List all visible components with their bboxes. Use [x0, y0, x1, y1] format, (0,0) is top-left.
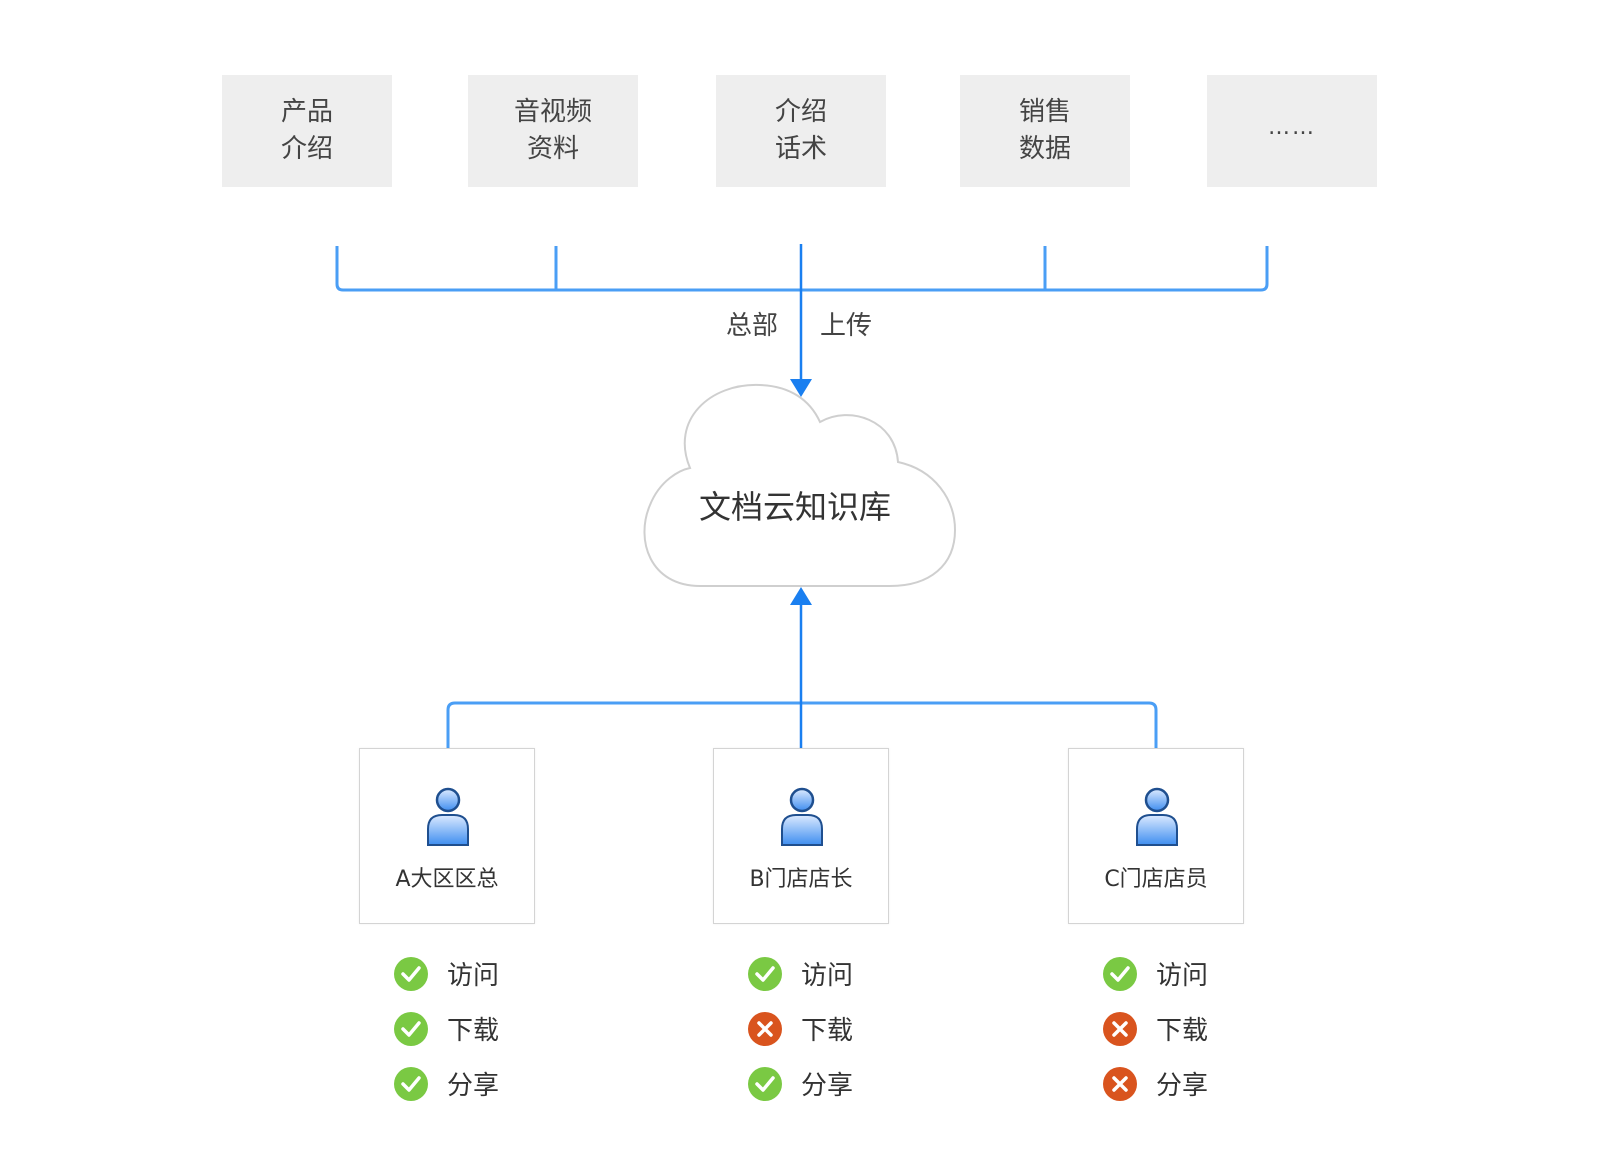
- permission-label: 访问: [447, 961, 500, 991]
- permission-label: 下载: [801, 1016, 854, 1046]
- check-icon: [1103, 956, 1137, 991]
- permission-label: 下载: [1156, 1016, 1209, 1046]
- permission-label: 访问: [801, 961, 854, 991]
- permissions-a: 访问 下载 分享: [393, 946, 593, 1111]
- category-label-line1: 产品: [280, 97, 333, 127]
- category-label-line1: 音视频: [513, 97, 592, 127]
- category-label-line1: 销售: [1018, 97, 1071, 127]
- cross-icon: [748, 1011, 782, 1046]
- permissions-c: 访问 下载 分享: [1102, 946, 1302, 1111]
- upload-label-right: 上传: [820, 311, 873, 341]
- user-icon: [1136, 787, 1178, 846]
- check-icon: [394, 1011, 428, 1046]
- permission-row: 分享: [1102, 1056, 1302, 1111]
- permission-row: 下载: [747, 1001, 947, 1056]
- role-card-c: C门店店员: [1068, 748, 1244, 924]
- cloud-shape: [643, 383, 957, 587]
- category-label-line1: 介绍: [774, 97, 827, 127]
- permission-label: 下载: [447, 1016, 500, 1046]
- upload-label-left: 总部: [726, 311, 779, 341]
- upload-arrow-head: [790, 379, 812, 397]
- role-name: A大区区总: [395, 867, 499, 892]
- category-box-2: 音视频 资料: [468, 75, 638, 187]
- check-icon: [394, 956, 428, 991]
- permission-label: 分享: [447, 1071, 500, 1101]
- category-box-3: 介绍 话术: [716, 75, 886, 187]
- cloud-label: 文档云知识库: [698, 488, 891, 526]
- permission-label: 分享: [801, 1071, 854, 1101]
- category-label-line2: 资料: [526, 134, 579, 164]
- category-label-line2: 数据: [1018, 134, 1071, 164]
- permission-row: 访问: [393, 946, 593, 1001]
- cross-icon: [1103, 1011, 1137, 1046]
- category-box-1: 产品 介绍: [222, 75, 392, 187]
- permission-label: 访问: [1156, 961, 1209, 991]
- check-icon: [748, 956, 782, 991]
- category-box-4: 销售 数据: [960, 75, 1130, 187]
- category-ellipsis: ……: [1268, 114, 1316, 140]
- permission-row: 分享: [393, 1056, 593, 1111]
- category-label-line2: 话术: [774, 134, 827, 164]
- user-icon: [781, 787, 823, 846]
- permissions-b: 访问 下载 分享: [747, 946, 947, 1111]
- cross-icon: [1103, 1066, 1137, 1101]
- role-name: B门店店长: [749, 867, 853, 892]
- roles-arrow-head: [790, 587, 812, 605]
- permission-row: 分享: [747, 1056, 947, 1111]
- permission-row: 下载: [393, 1001, 593, 1056]
- permission-row: 下载: [1102, 1001, 1302, 1056]
- category-label-line2: 介绍: [280, 134, 333, 164]
- role-card-b: B门店店长: [713, 748, 889, 924]
- permission-label: 分享: [1156, 1071, 1209, 1101]
- category-box-5: ……: [1207, 75, 1377, 187]
- check-icon: [394, 1066, 428, 1101]
- user-icon: [427, 787, 469, 846]
- role-name: C门店店员: [1104, 867, 1208, 892]
- permission-row: 访问: [1102, 946, 1302, 1001]
- role-card-a: A大区区总: [359, 748, 535, 924]
- check-icon: [748, 1066, 782, 1101]
- permission-row: 访问: [747, 946, 947, 1001]
